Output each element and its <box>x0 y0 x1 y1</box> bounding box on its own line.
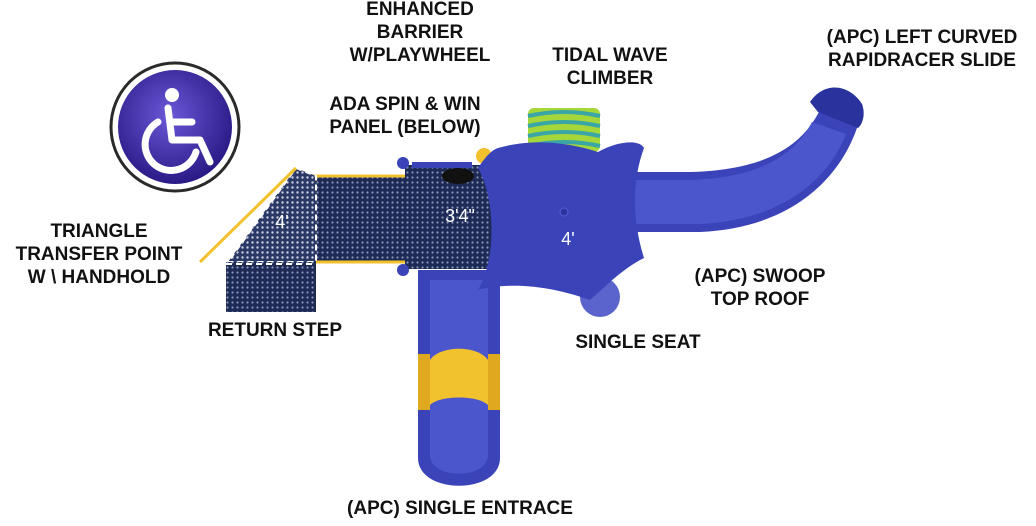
label-swoop-roof: (APC) SWOOP TOP ROOF <box>660 265 860 311</box>
label-line: W/PLAYWHEEL <box>349 45 491 66</box>
label-line: RAPIDRACER SLIDE <box>828 50 1016 71</box>
label-line: (APC) LEFT CURVED <box>826 27 1018 48</box>
label-single-entrance: (APC) SINGLE ENTRACE <box>300 497 620 520</box>
label-line: TOP ROOF <box>710 289 810 310</box>
left-curved-slide <box>580 87 864 317</box>
label-line: TRIANGLE <box>50 221 148 242</box>
label-line: (APC) SINGLE ENTRACE <box>347 498 573 519</box>
label-line: ADA SPIN & WIN <box>329 94 481 115</box>
label-line: BARRIER <box>376 22 464 43</box>
label-single-seat: SINGLE SEAT <box>548 331 728 354</box>
perforated-bridge <box>312 174 412 264</box>
triangle-deck-height: 4' <box>275 212 288 232</box>
label-line: RETURN STEP <box>207 320 343 341</box>
single-entrance-slide <box>418 270 500 486</box>
label-line: W \ HANDHOLD <box>27 267 171 288</box>
triangle-transfer-deck: 4' <box>198 166 317 264</box>
tidal-wave-climber <box>527 108 601 152</box>
label-enhanced-barrier: ENHANCED BARRIER W/PLAYWHEEL <box>330 0 510 67</box>
label-tidal-wave-climber: TIDAL WAVE CLIMBER <box>520 44 700 90</box>
label-line: CLIMBER <box>566 68 654 89</box>
label-line: TIDAL WAVE <box>552 45 668 66</box>
square-deck: 3'4" <box>397 148 505 276</box>
swoop-roof: 4' <box>478 142 644 300</box>
label-line: (APC) SWOOP <box>694 266 826 287</box>
label-line: PANEL (BELOW) <box>329 117 481 138</box>
return-step <box>226 262 316 312</box>
label-line: TRANSFER POINT <box>15 244 183 265</box>
label-left-curved-slide: (APC) LEFT CURVED RAPIDRACER SLIDE <box>810 26 1034 72</box>
wheelchair-icon <box>141 88 214 174</box>
label-ada-spin-panel: ADA SPIN & WIN PANEL (BELOW) <box>300 93 510 139</box>
accessibility-badge <box>109 61 241 193</box>
roof-deck-height: 4' <box>561 229 574 249</box>
playwheel-icon <box>442 168 474 184</box>
label-return-step: RETURN STEP <box>185 319 365 342</box>
label-line: SINGLE SEAT <box>575 332 701 353</box>
square-deck-height: 3'4" <box>445 206 475 226</box>
label-triangle-transfer: TRIANGLE TRANSFER POINT W \ HANDHOLD <box>2 220 196 289</box>
label-line: ENHANCED <box>366 0 474 20</box>
